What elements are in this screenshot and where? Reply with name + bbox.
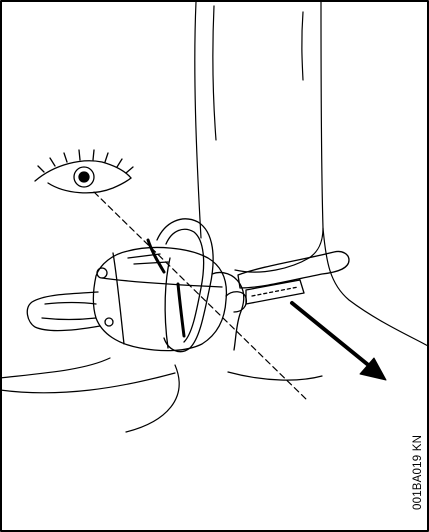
felling-notch (238, 251, 349, 288)
chainsaw-icon (27, 219, 246, 352)
figure-code-text: 001BA019 KN (412, 435, 424, 510)
eye-icon (35, 150, 133, 193)
tree-trunk (195, 2, 428, 346)
direction-arrow-icon (292, 303, 386, 380)
ground-lines (0, 358, 322, 432)
